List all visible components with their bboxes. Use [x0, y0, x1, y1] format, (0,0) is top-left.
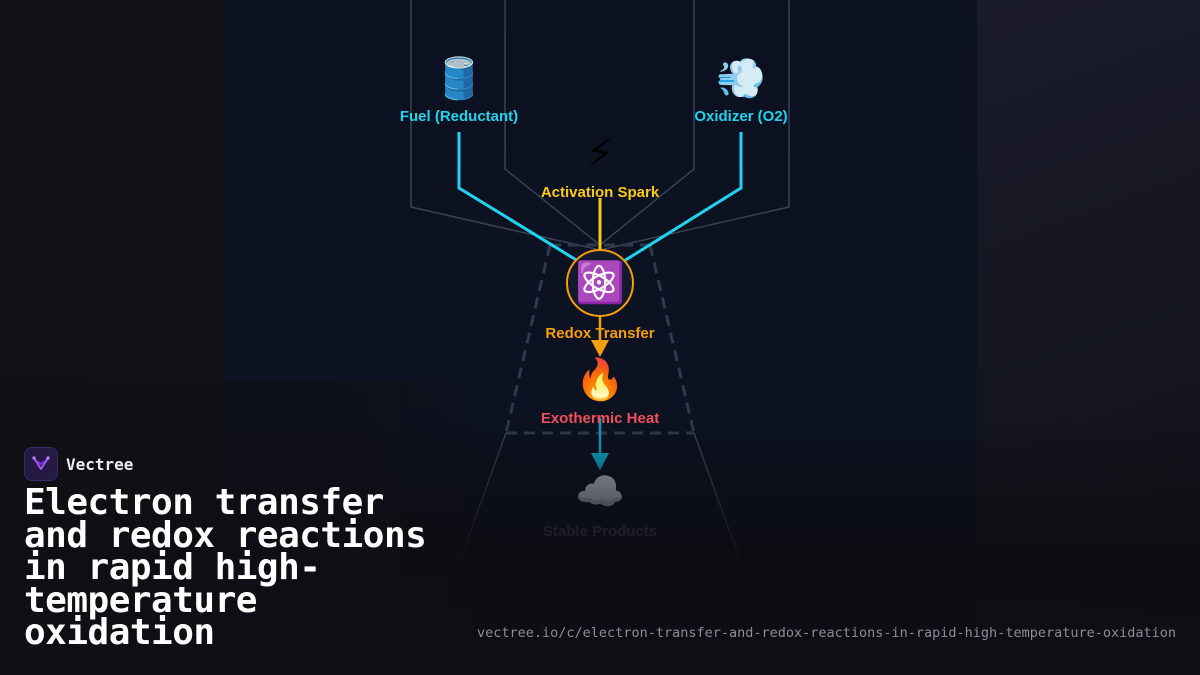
redox-label: Redox Transfer — [545, 325, 655, 342]
source-url-link[interactable]: vectree.io/c/electron-transfer-and-redox… — [477, 625, 1176, 641]
fire-icon: 🔥 — [575, 358, 625, 402]
atom-icon: ⚛️ — [575, 261, 625, 305]
spark-label: Activation Spark — [540, 184, 660, 201]
wind-icon: 💨 — [716, 57, 766, 101]
heat-label: Exothermic Heat — [540, 410, 660, 427]
fuel-label: Fuel (Reductant) — [399, 108, 519, 125]
oil-barrel-icon: 🛢️ — [434, 57, 484, 101]
products-label: Stable Products — [542, 523, 658, 540]
oxidizer-label: Oxidizer (O2) — [694, 108, 788, 125]
brand-name: Vectree — [66, 454, 134, 474]
brand: Vectree — [24, 447, 133, 481]
page-title: Electron transfer and redox reactions in… — [24, 482, 427, 653]
lightning-icon: ⚡ — [585, 132, 615, 176]
cloud-icon: ☁️ — [575, 470, 625, 514]
vectree-logo-icon — [24, 447, 58, 481]
redox-to-heat-arrowhead — [591, 340, 609, 357]
